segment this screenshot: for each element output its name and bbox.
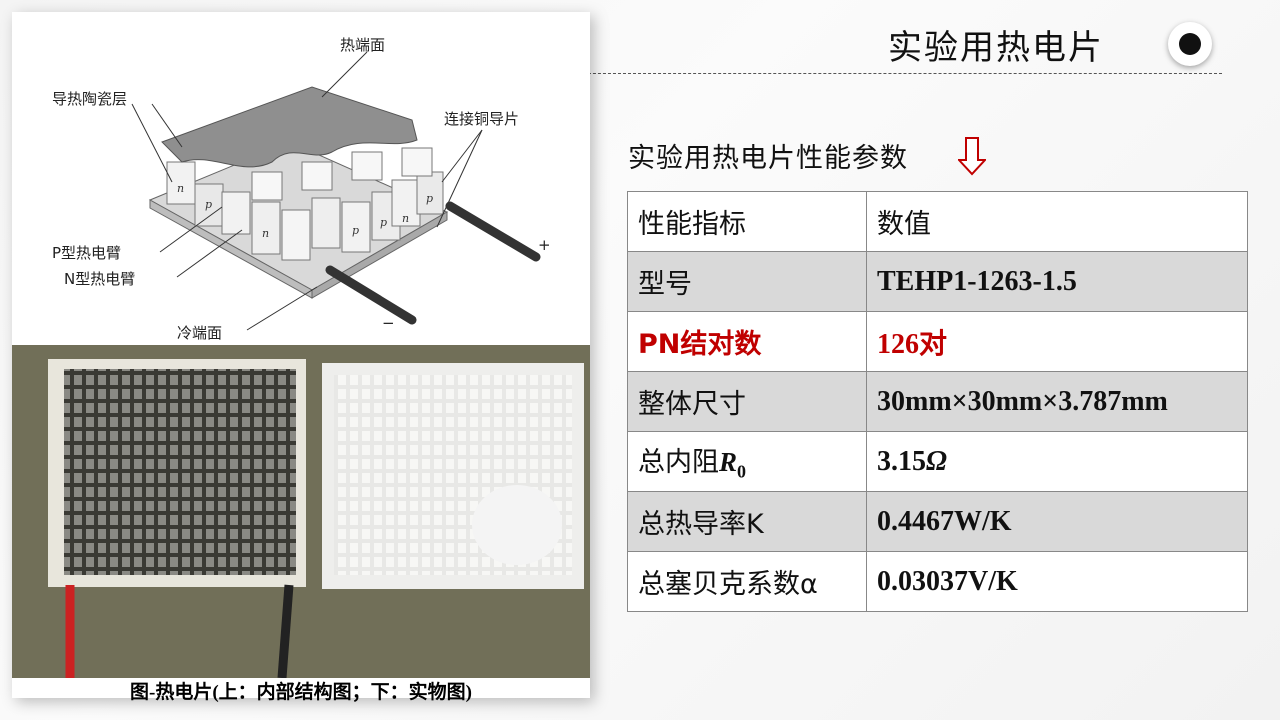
row-label: 总内阻R0 xyxy=(627,431,867,492)
down-arrow-icon xyxy=(958,137,986,176)
title-bullet-icon xyxy=(1168,22,1212,66)
row-label: 总热导率K xyxy=(627,491,867,552)
label-hot-face: 热端面 xyxy=(340,36,385,54)
table-row: 总内阻R0 3.15Ω xyxy=(627,431,1248,492)
thermoelectric-structure-svg: n p n p p n p 热端面 xyxy=(52,36,551,342)
row-label: PN结对数 xyxy=(627,311,867,372)
table-header-label: 性能指标 xyxy=(627,191,867,252)
label-copper-strip: 连接铜导片 xyxy=(444,110,519,128)
figure-caption: 图-热电片(上：内部结构图；下：实物图) xyxy=(130,682,472,703)
slide-title: 实验用热电片 xyxy=(888,28,1104,68)
section-heading: 实验用热电片性能参数 xyxy=(628,143,908,174)
label-n-arm: N型热电臂 xyxy=(64,270,135,288)
row-value: TEHP1-1263-1.5 xyxy=(866,251,1248,312)
label-p-arm: P型热电臂 xyxy=(52,244,121,262)
row-label: 总塞贝克系数α xyxy=(627,551,867,612)
row-value: 126对 xyxy=(866,311,1248,372)
table-row: PN结对数 126对 xyxy=(627,311,1248,372)
row-label: 整体尺寸 xyxy=(627,371,867,432)
label-ceramic-layer: 导热陶瓷层 xyxy=(52,90,127,108)
header-divider xyxy=(32,73,1222,74)
table-row: 整体尺寸 30mm×30mm×3.787mm xyxy=(627,371,1248,432)
structure-diagram: n p n p p n p 热端面 xyxy=(12,12,590,345)
row-value: 0.4467W/K xyxy=(866,491,1248,552)
row-label: 型号 xyxy=(627,251,867,312)
svg-text:p: p xyxy=(426,192,433,205)
label-minus: − xyxy=(382,314,395,332)
row-value: 0.03037V/K xyxy=(866,551,1248,612)
module-photo xyxy=(12,345,590,678)
parameter-table: 性能指标 数值 型号 TEHP1-1263-1.5 PN结对数 126对 整体尺… xyxy=(627,191,1248,612)
svg-text:n: n xyxy=(177,182,184,195)
row-value: 3.15Ω xyxy=(866,431,1248,492)
table-row: 型号 TEHP1-1263-1.5 xyxy=(627,251,1248,312)
svg-text:n: n xyxy=(402,212,409,225)
table-row: 总热导率K 0.4467W/K xyxy=(627,491,1248,552)
table-row: 总塞贝克系数α 0.03037V/K xyxy=(627,551,1248,612)
row-value: 30mm×30mm×3.787mm xyxy=(866,371,1248,432)
label-cold-face: 冷端面 xyxy=(177,324,222,342)
figure-panel: n p n p p n p 热端面 xyxy=(12,12,590,703)
label-plus: + xyxy=(538,236,551,254)
svg-text:p: p xyxy=(380,216,387,229)
svg-text:n: n xyxy=(262,227,269,240)
svg-text:p: p xyxy=(205,198,212,211)
svg-text:p: p xyxy=(352,224,359,237)
module-photo-svg xyxy=(12,345,590,678)
table-row: 性能指标 数值 xyxy=(627,191,1248,252)
table-header-value: 数值 xyxy=(866,191,1248,252)
